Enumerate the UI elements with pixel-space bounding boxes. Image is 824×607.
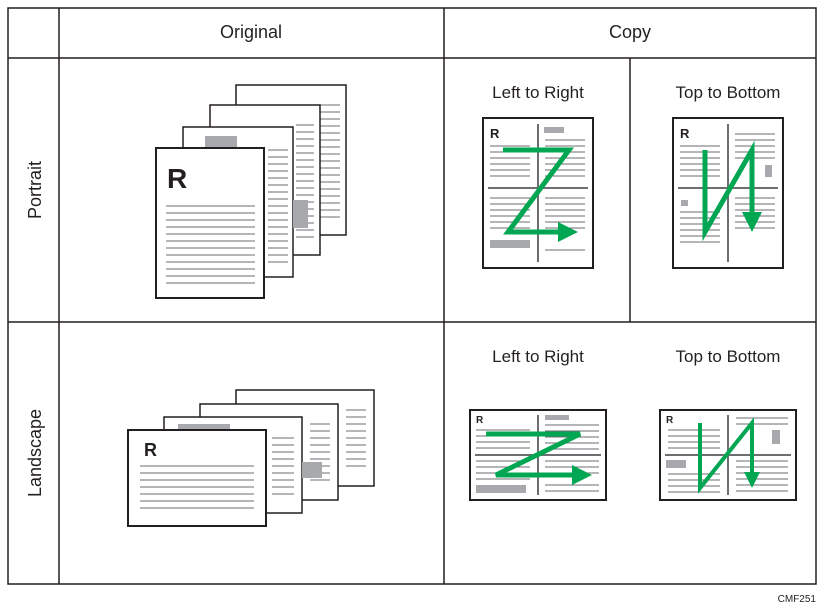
reading-order-arrow (486, 431, 592, 485)
page-letter: R (490, 126, 500, 141)
header-copy: Copy (609, 22, 651, 42)
reading-order-arrow (698, 417, 760, 494)
portrait-original-stack: R (155, 84, 347, 299)
header-original: Original (220, 22, 282, 42)
page-letter: R (680, 126, 690, 141)
portrait-original-front-sheet: R (155, 147, 265, 299)
figure-code: CMF251 (778, 594, 817, 605)
landscape-top-to-bottom-page: R (659, 409, 797, 501)
portrait-left-to-right-page: R (482, 117, 594, 269)
row-label-landscape: Landscape (25, 409, 45, 497)
portrait-top-to-bottom-label: Top to Bottom (676, 83, 781, 102)
page-letter: R (167, 163, 187, 194)
landscape-left-to-right-label: Left to Right (492, 347, 584, 366)
table-grid (7, 7, 817, 585)
landscape-top-to-bottom-label: Top to Bottom (676, 347, 781, 366)
reading-order-arrow (702, 140, 762, 242)
portrait-top-to-bottom-page: R (672, 117, 784, 269)
page-letter: R (144, 440, 157, 460)
landscape-original-stack: R (127, 389, 375, 527)
reading-order-arrow (503, 147, 578, 242)
landscape-original-front-sheet: R (127, 429, 267, 527)
page-letter: R (476, 415, 484, 426)
portrait-left-to-right-label: Left to Right (492, 83, 584, 102)
landscape-left-to-right-page: R (469, 409, 607, 501)
row-label-portrait: Portrait (25, 161, 45, 219)
page-letter: R (666, 415, 674, 426)
